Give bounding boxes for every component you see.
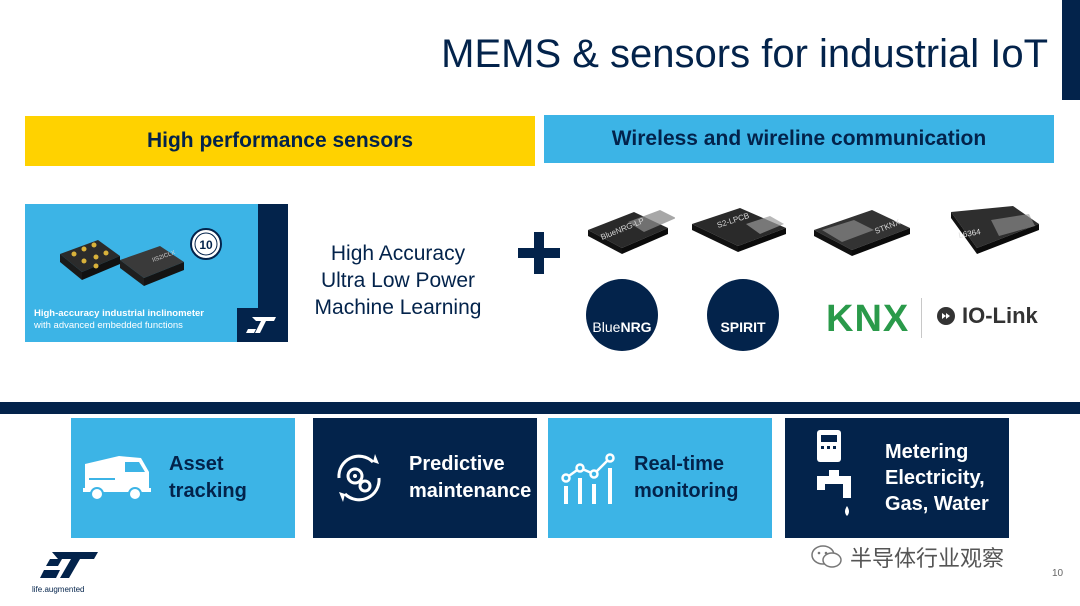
tile-label-line: Metering	[885, 441, 969, 463]
tile-predictive-maintenance: Predictive maintenance	[313, 418, 537, 538]
promo-chips-illustration: IIS2ICLX 10	[60, 228, 222, 286]
chip-label: L6364	[958, 227, 982, 240]
tile-label: Real-time monitoring	[634, 451, 738, 505]
chip-stknx-image: STKNX	[814, 210, 910, 256]
corner-accent	[1062, 0, 1080, 100]
iolink-logo: IO-Link	[936, 303, 1038, 329]
page-title: MEMS & sensors for industrial IoT	[441, 32, 1048, 76]
plus-icon	[518, 232, 560, 274]
feature-list: High Accuracy Ultra Low Power Machine Le…	[300, 240, 496, 321]
st-logo-icon	[237, 308, 285, 342]
page-number: 10	[1052, 568, 1064, 579]
tile-label-line: maintenance	[409, 480, 532, 502]
chip-s2lp-image: S2-LPCB	[692, 208, 786, 252]
longevity-badge-number: 10	[199, 238, 213, 252]
promo-caption: High-accuracy industrial inclinometer wi…	[34, 308, 204, 332]
tile-label-line: tracking	[169, 480, 247, 502]
tile-label: Metering Electricity, Gas, Water	[885, 439, 989, 517]
chip-l6364-image: L6364	[951, 206, 1039, 254]
tile-label-line: Gas, Water	[885, 493, 989, 515]
watermark-text: 半导体行业观察	[850, 546, 1005, 571]
tile-asset-tracking: Asset tracking	[71, 418, 295, 538]
promo-caption-line1: High-accuracy industrial inclinometer	[34, 308, 204, 319]
bluenrg-logo-prefix: Blue	[592, 319, 621, 335]
meter-tap-icon	[817, 430, 851, 516]
tile-label-line: monitoring	[634, 480, 739, 502]
feature-item: Machine Learning	[314, 296, 482, 319]
spirit-logo: SPIRIT	[707, 279, 779, 351]
bluenrg-logo-suffix: NRG	[620, 319, 652, 335]
chip-bluenrg-image: BlueNRG-LP	[588, 210, 675, 254]
logo-divider	[921, 298, 922, 338]
inclinometer-promo-image: IIS2ICLX 10 High-accuracy industrial inc…	[25, 204, 288, 342]
footer-tagline: life.augmented	[32, 585, 85, 594]
tile-label-line: Real-time	[634, 453, 725, 475]
st-logo-icon	[40, 552, 98, 578]
chart-icon	[561, 453, 615, 504]
divider-band	[0, 402, 1080, 414]
header-sensors: High performance sensors	[25, 116, 535, 166]
iolink-icon	[937, 307, 955, 325]
tile-label: Predictive maintenance	[409, 451, 531, 505]
wechat-icon	[811, 545, 842, 568]
tile-label-line: Electricity,	[885, 467, 985, 489]
gears-cycle-icon	[337, 454, 381, 502]
tile-label-line: Predictive	[409, 453, 505, 475]
feature-item: High Accuracy	[330, 242, 466, 265]
tile-label-line: Asset	[169, 453, 224, 475]
tile-label: Asset tracking	[169, 451, 247, 505]
tile-metering: Metering Electricity, Gas, Water	[785, 418, 1009, 538]
spirit-logo-text: SPIRIT	[720, 319, 766, 335]
feature-item: Ultra Low Power	[320, 269, 476, 292]
truck-icon	[83, 456, 151, 501]
knx-logo: KNX	[826, 298, 910, 340]
iolink-text: IO-Link	[962, 303, 1038, 328]
header-communication: Wireless and wireline communication	[544, 115, 1054, 163]
tile-realtime-monitoring: Real-time monitoring	[548, 418, 772, 538]
watermark: 半导体行业观察	[810, 541, 1004, 573]
promo-caption-line2: with advanced embedded functions	[34, 320, 183, 331]
